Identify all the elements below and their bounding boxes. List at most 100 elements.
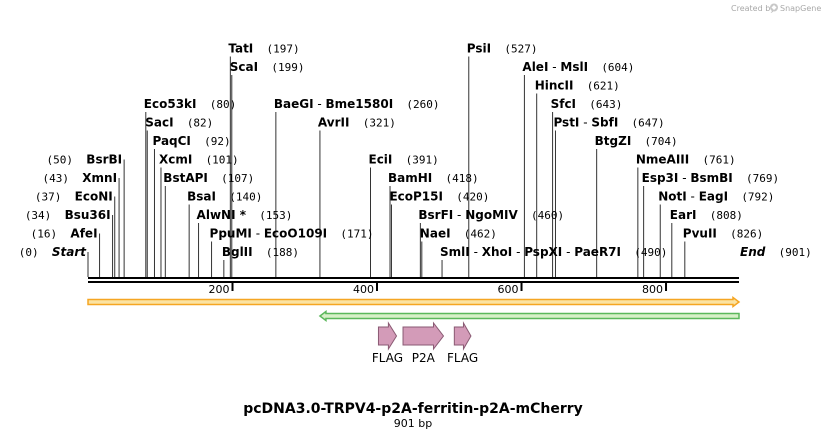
- cut-site-xmni[interactable]: (43) XmnI: [43, 171, 118, 185]
- strand-arrows: [87, 296, 741, 322]
- cut-site-paqci[interactable]: PaqCI (92): [152, 134, 230, 148]
- cut-site-bsai[interactable]: BsaI (140): [187, 190, 262, 204]
- enzyme-name: PspXI: [524, 245, 562, 259]
- cut-site-position: (171): [340, 228, 373, 241]
- cut-site-text: (0) Start: [19, 245, 88, 259]
- cut-site-text: AlwNI * (153): [197, 208, 293, 222]
- cut-site-nmeaiii[interactable]: NmeAIII (761): [636, 153, 736, 167]
- cut-site-position: (490): [634, 246, 667, 259]
- enzyme-name: XcmI: [159, 153, 192, 167]
- separator: -: [512, 245, 524, 259]
- enzyme-name: SbfI: [591, 116, 618, 130]
- feature-flag-2[interactable]: FLAG: [447, 321, 478, 365]
- cut-site-bstapi[interactable]: BstAPI (107): [163, 171, 254, 185]
- axis-tick-label: 800: [642, 283, 663, 296]
- cut-site-eco53ki[interactable]: Eco53kI (80): [144, 97, 236, 111]
- cut-site-sfci[interactable]: SfcI (643): [551, 97, 623, 111]
- gap: [192, 154, 205, 167]
- cut-site-xcmi[interactable]: XcmI (101): [159, 153, 239, 167]
- feature-flag-1[interactable]: FLAG: [372, 321, 403, 365]
- cut-site-bsrbi[interactable]: (50) BsrBI: [47, 153, 123, 167]
- gap: [216, 191, 229, 204]
- cut-site-avrii[interactable]: AvrII (321): [318, 116, 396, 130]
- cut-site-position: (462): [464, 228, 497, 241]
- cut-site-position: (0): [19, 246, 39, 259]
- cut-site-noti[interactable]: NotI - EagI (792): [658, 190, 774, 204]
- cut-site-text: SmlI - XhoI - PspXI - PaeR7I (490): [440, 245, 667, 259]
- cut-site-naei[interactable]: NaeI (462): [420, 227, 497, 241]
- cut-site-psti[interactable]: PstI - SbfI (647): [553, 116, 664, 130]
- cut-site-text: EarI (808): [670, 208, 743, 222]
- enzyme-name: BaeGI: [274, 97, 314, 111]
- enzyme-name: BsmBI: [690, 171, 732, 185]
- cut-site-ecop15i[interactable]: EcoP15I (420): [389, 190, 489, 204]
- cut-site-saci[interactable]: SacI (82): [145, 116, 213, 130]
- gap: [51, 209, 64, 222]
- cut-site-bamhi[interactable]: BamHI (418): [388, 171, 479, 185]
- cut-site-position: (188): [266, 246, 299, 259]
- cut-site-ppumi[interactable]: PpuMI - EcoO109I (171): [210, 227, 374, 241]
- gap: [174, 117, 187, 130]
- cut-site-text: PaqCI (92): [152, 134, 230, 148]
- cut-site-btgzi[interactable]: BtgZI (704): [595, 134, 678, 148]
- enzyme-name: NmeAIII: [636, 153, 689, 167]
- gap: [621, 246, 634, 259]
- map-caption: pcDNA3.0-TRPV4-p2A-ferritin-p2A-mCherry …: [243, 401, 583, 430]
- cut-site-esp3i[interactable]: Esp3I - BsmBI (769): [642, 171, 780, 185]
- cut-site-position: (82): [187, 117, 214, 130]
- cut-site-end[interactable]: End (901): [740, 245, 812, 259]
- gap: [69, 172, 82, 185]
- feature-p2a[interactable]: P2A: [402, 321, 445, 365]
- map-title: pcDNA3.0-TRPV4-p2A-ferritin-p2A-mCherry: [243, 401, 583, 417]
- enzyme-name: BamHI: [388, 171, 432, 185]
- enzyme-name: PaqCI: [152, 134, 190, 148]
- cut-site-position: (808): [710, 209, 743, 222]
- cut-site-text: BsaI (140): [187, 190, 262, 204]
- map-length: 901 bp: [394, 417, 432, 430]
- feature-label: FLAG: [372, 351, 403, 365]
- cut-site-position: (418): [446, 172, 479, 185]
- enzyme-name: PpuMI: [210, 227, 252, 241]
- cut-site-start[interactable]: (0) Start: [19, 245, 88, 259]
- cut-site-scai[interactable]: ScaI (199): [230, 60, 305, 74]
- cut-site-position: (153): [259, 209, 292, 222]
- enzyme-name: XhoI: [482, 245, 513, 259]
- gap: [392, 154, 405, 167]
- cut-site-hincii[interactable]: HincII (621): [535, 79, 620, 93]
- cut-site-eari[interactable]: EarI (808): [670, 208, 743, 222]
- cut-site-position: (50): [47, 154, 74, 167]
- cut-site-baegi[interactable]: BaeGI - Bme1580I (260): [274, 97, 440, 111]
- credit-brand: SnapGene: [780, 4, 821, 13]
- separator: -: [314, 97, 326, 111]
- cut-site-ecii[interactable]: EciI (391): [369, 153, 439, 167]
- cut-site-bglii[interactable]: BglII (188): [222, 245, 299, 259]
- cut-site-econi[interactable]: (37) EcoNI: [35, 190, 113, 204]
- enzyme-name: HincII: [535, 79, 574, 93]
- cut-site-text: End (901): [740, 245, 812, 259]
- cut-site-tati[interactable]: TatI (197): [228, 42, 299, 56]
- cut-site-position: (101): [206, 154, 239, 167]
- cut-site-bsrfi[interactable]: BsrFI - NgoMIV (460): [418, 208, 564, 222]
- cut-site-text: EcoP15I (420): [389, 190, 489, 204]
- cut-site-position: (16): [31, 228, 57, 241]
- cut-site-afei[interactable]: (16) AfeI: [31, 227, 98, 241]
- cut-site-alei[interactable]: AleI - MslI (604): [522, 60, 634, 74]
- enzyme-name: End: [740, 245, 766, 259]
- enzyme-name: BsrFI: [418, 208, 453, 222]
- cut-site-position: (460): [531, 209, 564, 222]
- cut-site-psii[interactable]: PsiI (527): [467, 42, 538, 56]
- cut-site-bsu36i[interactable]: (34) Bsu36I: [25, 208, 111, 222]
- enzyme-name: AvrII: [318, 116, 350, 130]
- cut-site-position: (826): [730, 228, 763, 241]
- cut-site-text: SacI (82): [145, 116, 213, 130]
- cut-site-position: (260): [406, 98, 439, 111]
- separator: -: [548, 60, 560, 74]
- gap: [588, 61, 601, 74]
- cut-site-alwni[interactable]: AlwNI * (153): [197, 208, 293, 222]
- cut-site-position: (197): [267, 43, 300, 56]
- gap: [728, 191, 741, 204]
- separator: -: [453, 208, 465, 222]
- cut-site-smli[interactable]: SmlI - XhoI - PspXI - PaeR7I (490): [440, 245, 667, 259]
- cut-site-text: (50) BsrBI: [47, 153, 123, 167]
- cut-site-pvuii[interactable]: PvuII (826): [683, 227, 763, 241]
